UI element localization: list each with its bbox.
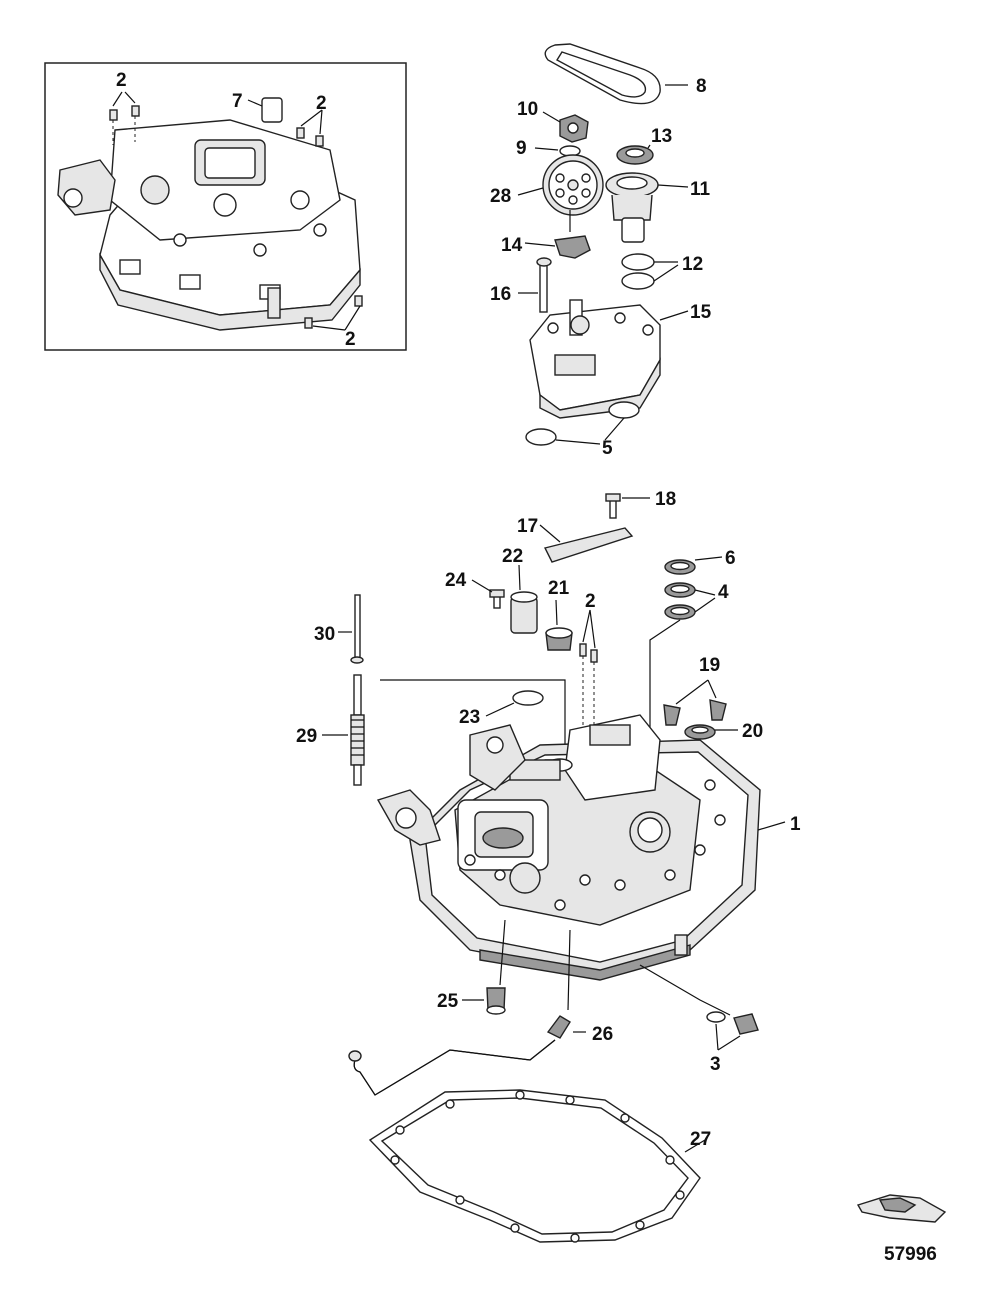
dowel-pin-icon xyxy=(131,105,140,117)
o-ring-icon xyxy=(621,253,655,271)
dowel-pin-icon xyxy=(109,109,118,121)
callout-7: 7 xyxy=(232,91,243,112)
inset-panel: 2 7 2 2 xyxy=(44,62,407,351)
bolt-icon xyxy=(539,261,548,313)
callout-6: 6 xyxy=(725,548,736,569)
tensioner-arm-icon xyxy=(554,235,591,259)
grommet-icon xyxy=(663,704,681,726)
inset-housing-drawing xyxy=(57,119,361,331)
callout-22: 22 xyxy=(502,546,523,567)
orientation-icon xyxy=(856,1194,947,1223)
main-housing-assembly: 18 17 22 6 24 21 2 4 30 19 23 20 29 1 25… xyxy=(296,489,801,1243)
callout-2-inset-top-right: 2 xyxy=(316,93,327,114)
gasket-icon xyxy=(368,1089,701,1243)
dowel-pin-icon xyxy=(304,317,313,329)
callout-16: 16 xyxy=(490,284,511,305)
o-ring-icon xyxy=(525,428,557,446)
dowel-pin-icon xyxy=(296,127,305,139)
callout-23: 23 xyxy=(459,707,480,728)
sprocket-gear-icon xyxy=(542,154,604,216)
callout-29: 29 xyxy=(296,726,317,747)
sleeve-part-icon xyxy=(261,97,283,123)
dowel-pin-icon xyxy=(354,295,363,307)
callout-2-inset-bottom: 2 xyxy=(345,329,356,350)
oil-pump-assembly: 8 10 13 9 28 11 14 12 16 15 5 xyxy=(490,43,712,459)
callout-1: 1 xyxy=(790,814,801,835)
callout-12: 12 xyxy=(682,254,703,275)
drain-plug-icon xyxy=(733,1013,759,1035)
figure-number: 57996 xyxy=(884,1244,937,1265)
grommet-icon xyxy=(709,699,727,721)
main-housing-drawing xyxy=(376,714,761,981)
callout-18: 18 xyxy=(655,489,676,510)
callout-27: 27 xyxy=(690,1129,711,1150)
o-ring-icon xyxy=(512,690,544,706)
callout-2-inset-top-left: 2 xyxy=(116,70,127,91)
oil-pump-housing-drawing xyxy=(529,299,661,419)
callout-28: 28 xyxy=(490,186,511,207)
callout-19: 19 xyxy=(699,655,720,676)
baffle-plate-icon xyxy=(543,527,634,563)
o-ring-icon xyxy=(608,401,640,419)
callout-14: 14 xyxy=(501,235,523,256)
dipstick-icon xyxy=(354,594,361,661)
callout-3: 3 xyxy=(710,1054,721,1075)
callout-11: 11 xyxy=(690,179,711,200)
callout-20: 20 xyxy=(742,721,763,742)
callout-10: 10 xyxy=(517,99,538,120)
oil-line-tube-icon xyxy=(353,1039,556,1096)
drive-gear-shaft-icon xyxy=(605,172,659,243)
callout-15: 15 xyxy=(690,302,712,323)
callout-24: 24 xyxy=(445,570,467,591)
callout-8: 8 xyxy=(696,76,707,97)
o-ring-icon xyxy=(621,272,655,290)
sensor-icon xyxy=(546,1015,571,1039)
callout-13: 13 xyxy=(651,126,672,147)
callout-9: 9 xyxy=(516,138,527,159)
o-ring-icon xyxy=(706,1011,726,1023)
callout-17: 17 xyxy=(517,516,538,537)
callout-26: 26 xyxy=(592,1024,613,1045)
dowel-pin-icon xyxy=(579,643,587,657)
dowel-pin-icon xyxy=(590,649,598,663)
dipstick-tube-icon xyxy=(350,674,365,786)
callout-4: 4 xyxy=(718,582,729,603)
callout-5: 5 xyxy=(602,438,613,459)
dowel-pin-icon xyxy=(315,135,324,147)
callout-2-main: 2 xyxy=(585,591,596,612)
callout-21: 21 xyxy=(548,578,570,599)
callout-30: 30 xyxy=(314,624,335,645)
callout-25: 25 xyxy=(437,991,459,1012)
